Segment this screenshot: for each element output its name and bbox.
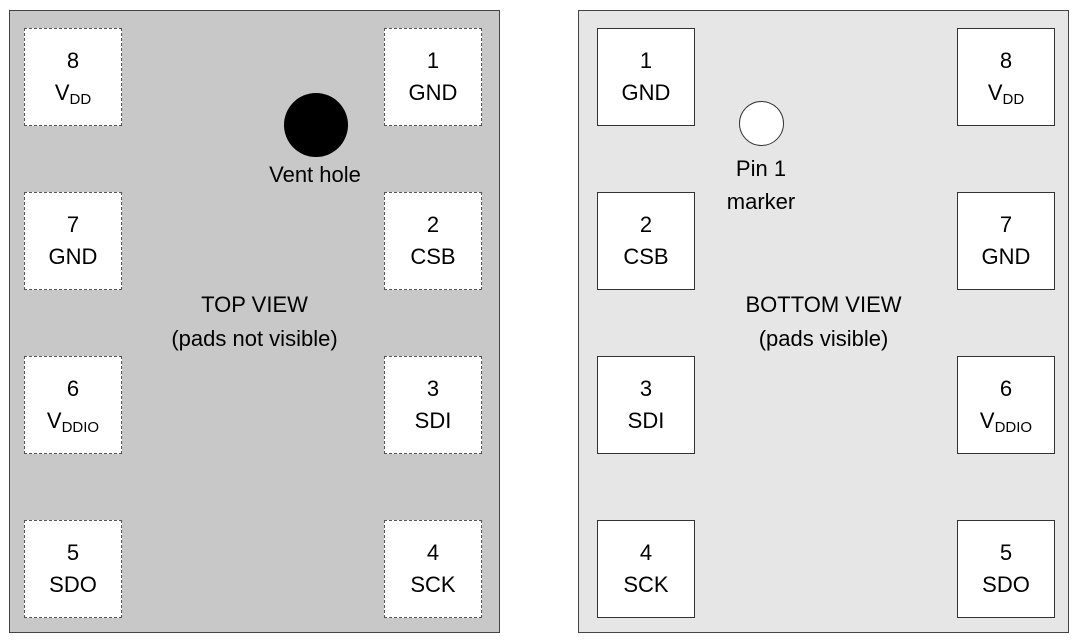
- pad-number: 7: [66, 212, 80, 237]
- top-pad-6: 6 VDDIO: [24, 356, 122, 454]
- pad-number: 8: [66, 48, 80, 73]
- bottom-view-subtitle: (pads visible): [758, 326, 889, 351]
- vent-hole-label: Vent hole: [269, 162, 361, 187]
- pad-name: GND: [981, 244, 1031, 269]
- top-pad-3: 3 SDI: [384, 356, 482, 454]
- bottom-view-package: 1 GND 2 CSB 3 SDI 4 SCK 8 VDD 7 GND 6 VD…: [578, 10, 1069, 633]
- top-pad-4: 4 SCK: [384, 520, 482, 618]
- pad-number: 1: [426, 48, 440, 73]
- top-view-subtitle: (pads not visible): [171, 326, 338, 351]
- bottom-pad-8: 8 VDD: [957, 28, 1055, 126]
- pad-name: CSB: [623, 244, 669, 269]
- pad-number: 3: [639, 376, 653, 401]
- pad-number: 7: [999, 212, 1013, 237]
- pad-number: 6: [66, 376, 80, 401]
- top-pad-7: 7 GND: [24, 192, 122, 290]
- pad-name: VDD: [54, 80, 92, 108]
- bottom-view-title: BOTTOM VIEW: [745, 292, 902, 317]
- pad-number: 2: [639, 212, 653, 237]
- pad-name: GND: [48, 244, 98, 269]
- pad-name: VDDIO: [979, 408, 1033, 436]
- pad-number: 4: [639, 540, 653, 565]
- pad-number: 2: [426, 212, 440, 237]
- pad-number: 8: [999, 48, 1013, 73]
- pad-name: SCK: [623, 572, 669, 597]
- top-pad-1: 1 GND: [384, 28, 482, 126]
- pad-name: VDD: [987, 80, 1025, 108]
- pin1-marker-label-line2: marker: [726, 189, 796, 214]
- bottom-pad-1: 1 GND: [597, 28, 695, 126]
- top-view-package: 8 VDD 7 GND 6 VDDIO 5 SDO 1 GND 2 CSB 3 …: [9, 10, 500, 633]
- pad-name: CSB: [410, 244, 456, 269]
- pad-number: 1: [639, 48, 653, 73]
- top-pad-2: 2 CSB: [384, 192, 482, 290]
- bottom-pad-4: 4 SCK: [597, 520, 695, 618]
- top-view-title: TOP VIEW: [201, 292, 308, 317]
- bottom-pad-7: 7 GND: [957, 192, 1055, 290]
- pad-name: VDDIO: [46, 408, 100, 436]
- bottom-pad-6: 6 VDDIO: [957, 356, 1055, 454]
- bottom-pad-2: 2 CSB: [597, 192, 695, 290]
- pad-name: SDI: [627, 408, 665, 433]
- pad-name: SCK: [410, 572, 456, 597]
- pad-number: 3: [426, 376, 440, 401]
- pad-name: GND: [408, 80, 458, 105]
- pad-name: SDO: [49, 572, 97, 597]
- pad-number: 4: [426, 540, 440, 565]
- pad-number: 6: [999, 376, 1013, 401]
- top-pad-8: 8 VDD: [24, 28, 122, 126]
- top-pad-5: 5 SDO: [24, 520, 122, 618]
- pad-name: SDO: [982, 572, 1030, 597]
- bottom-pad-5: 5 SDO: [957, 520, 1055, 618]
- pad-number: 5: [66, 540, 80, 565]
- bottom-pad-3: 3 SDI: [597, 356, 695, 454]
- pin1-marker-icon: [739, 101, 784, 146]
- vent-hole-icon: [284, 93, 348, 157]
- pin1-marker-label-line1: Pin 1: [735, 156, 787, 181]
- pad-name: GND: [621, 80, 671, 105]
- pad-number: 5: [999, 540, 1013, 565]
- pad-name: SDI: [414, 408, 452, 433]
